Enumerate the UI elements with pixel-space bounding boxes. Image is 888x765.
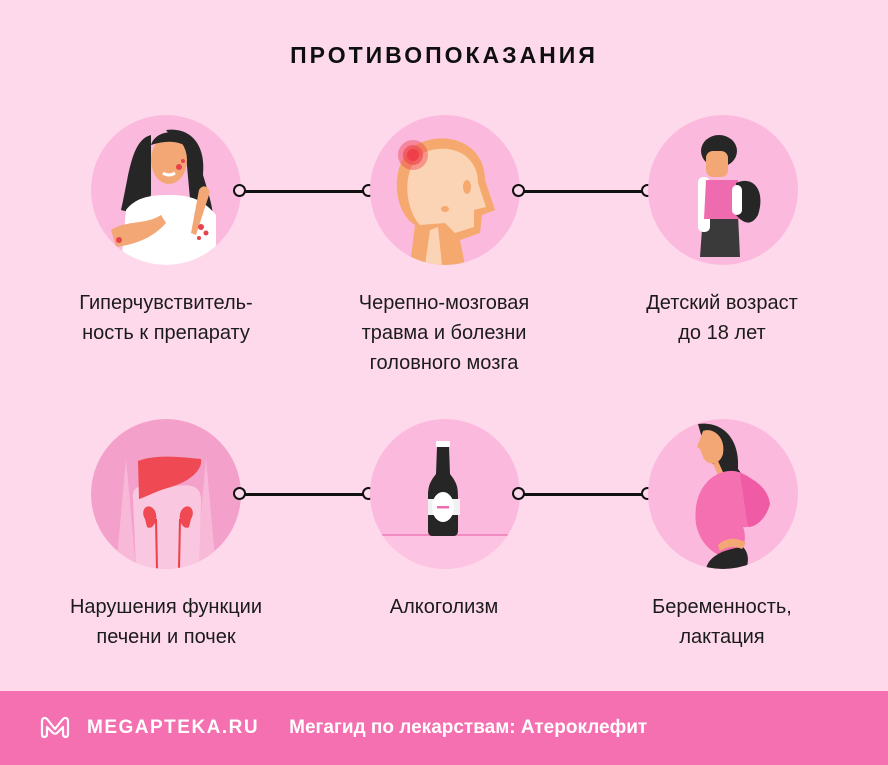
item-label-hypersensitivity: Гиперчувствитель- ность к препарату bbox=[31, 288, 301, 348]
label-line: травма и болезни bbox=[361, 322, 527, 344]
label-line: до 18 лет bbox=[678, 322, 766, 344]
head-trauma-skull-icon bbox=[370, 115, 520, 265]
item-label-head-trauma: Черепно-мозговая травма и болезни головн… bbox=[309, 288, 579, 378]
footer-bar: MEGAPTEKA.RU Мегагид по лекарствам: Атер… bbox=[0, 691, 888, 765]
label-line: ность к препарату bbox=[82, 322, 250, 344]
brand-name[interactable]: MEGAPTEKA.RU bbox=[87, 717, 260, 738]
megapteka-logo-icon bbox=[40, 716, 70, 739]
item-label-child-age: Детский возраст до 18 лет bbox=[587, 288, 857, 348]
connector-line bbox=[512, 487, 654, 501]
connector-line bbox=[233, 184, 375, 198]
allergy-woman-icon bbox=[91, 115, 241, 265]
item-label-pregnancy: Беременность, лактация bbox=[587, 592, 857, 652]
connector-line bbox=[233, 487, 375, 501]
page-title: ПРОТИВОПОКАЗАНИЯ bbox=[290, 42, 598, 68]
label-line: Детский возраст bbox=[646, 292, 798, 314]
label-line: Черепно-мозговая bbox=[358, 292, 530, 314]
label-line: Гиперчувствитель- bbox=[79, 292, 253, 314]
schoolboy-child-icon bbox=[648, 115, 798, 265]
label-line: Нарушения функции bbox=[69, 596, 263, 618]
item-label-alcoholism: Алкоголизм bbox=[309, 592, 579, 622]
item-label-liver-kidney: Нарушения функции печени и почек bbox=[31, 592, 301, 652]
alcohol-bottle-icon bbox=[370, 419, 520, 569]
label-line: печени и почек bbox=[96, 626, 236, 648]
label-line: Алкоголизм bbox=[389, 596, 499, 618]
liver-kidneys-icon bbox=[91, 419, 241, 569]
footer-tagline: Мегагид по лекарствам: Атероклефит bbox=[289, 717, 648, 738]
connector-line bbox=[512, 184, 654, 198]
pregnant-woman-icon bbox=[648, 419, 798, 569]
label-line: лактация bbox=[679, 626, 765, 648]
label-line: Беременность, bbox=[652, 596, 792, 618]
label-line: головного мозга bbox=[369, 352, 519, 374]
